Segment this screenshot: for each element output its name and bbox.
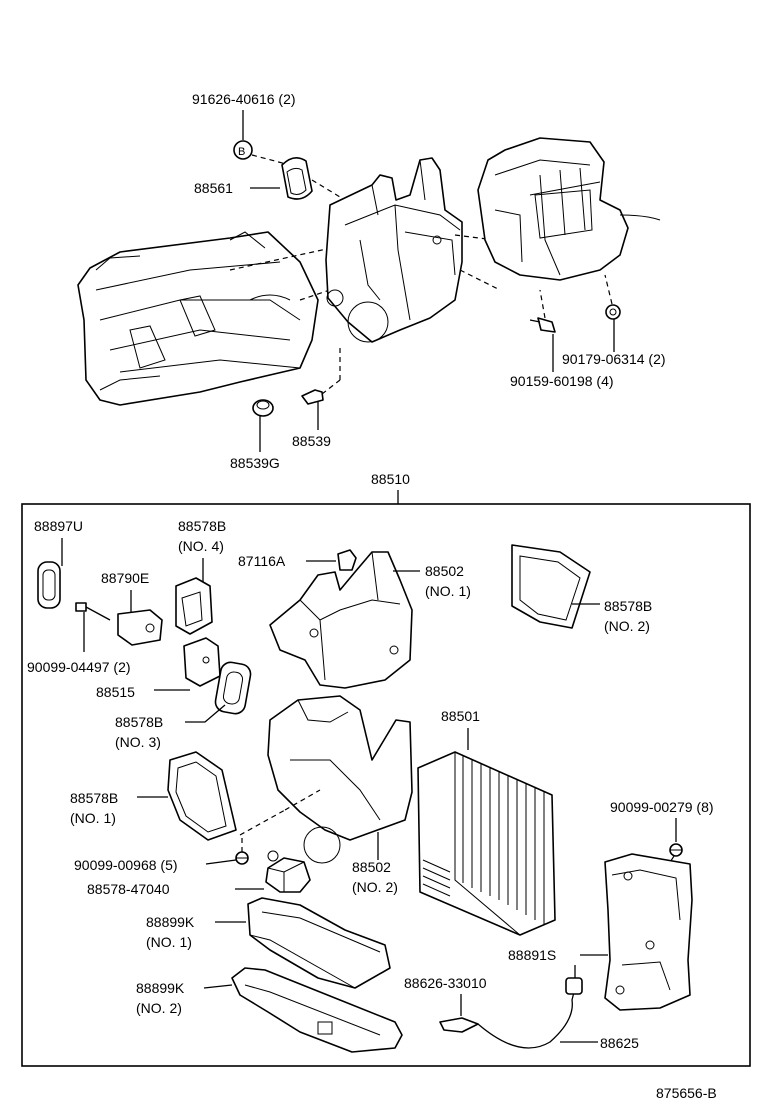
- clip-88539-icon: [301, 389, 324, 405]
- label-88578b-no1-sub: (NO. 1): [70, 810, 116, 826]
- label-90099-00968: 90099-00968 (5): [74, 857, 178, 873]
- label-88578b-no2: 88578B: [604, 598, 652, 614]
- seal-88578b-no4-icon: [175, 577, 213, 635]
- label-88625: 88625: [600, 1035, 639, 1051]
- nut-90179-icon: [605, 304, 621, 320]
- label-88510: 88510: [371, 471, 410, 487]
- label-88899k-no1-sub: (NO. 1): [146, 934, 192, 950]
- label-88578-47040: 88578-47040: [87, 881, 170, 897]
- heater-unit-left-icon: [77, 231, 319, 406]
- screw-90099-00968-icon: [235, 851, 249, 865]
- label-88578b-no3-sub: (NO. 3): [115, 734, 161, 750]
- grommet-88539g-icon: [252, 399, 274, 417]
- thermistor-bracket-88891s-icon: [604, 853, 693, 1011]
- expansion-valve-88515-icon: [183, 637, 221, 687]
- label-90099-00279: 90099-00279 (8): [610, 799, 714, 815]
- label-88578b-no3: 88578B: [115, 714, 163, 730]
- bolt-b-marker-text: B: [238, 146, 245, 158]
- label-88515: 88515: [96, 684, 135, 700]
- blower-unit-right-icon: [477, 137, 661, 281]
- label-90179-06314: 90179-06314 (2): [562, 351, 666, 367]
- label-88899k-no2: 88899K: [136, 980, 185, 996]
- label-88899k-no2-sub: (NO. 2): [136, 1000, 182, 1016]
- seal-88578b-no3-icon: [214, 661, 252, 715]
- diagram-reference: 875656-B: [656, 1085, 717, 1101]
- label-88502-no1-sub: (NO. 1): [425, 583, 471, 599]
- label-88539: 88539: [292, 433, 331, 449]
- clip-87116a-icon: [337, 549, 357, 571]
- label-88501: 88501: [441, 708, 480, 724]
- drain-tray-88899k-no1-icon: [247, 897, 391, 989]
- label-91626-40616: 91626-40616 (2): [192, 91, 296, 107]
- screw-90099-04497-icon: [75, 602, 111, 621]
- housing-88502-no2-icon: [267, 695, 413, 864]
- label-87116a: 87116A: [238, 553, 286, 569]
- label-88578b-no4: 88578B: [178, 518, 226, 534]
- thermistor-88625-icon: [477, 965, 583, 1049]
- label-88891s: 88891S: [508, 947, 556, 963]
- bolt-b-marker-icon: [233, 140, 253, 160]
- seal-88578b-no2-icon: [511, 544, 591, 629]
- screw-90099-00279-icon: [669, 843, 683, 857]
- label-88502-no2: 88502: [352, 859, 391, 875]
- label-88897u: 88897U: [34, 518, 83, 534]
- grommet-88897u-icon: [37, 561, 61, 609]
- cushion-88578-47040-icon: [265, 857, 311, 893]
- label-88578b-no4-sub: (NO. 4): [178, 538, 224, 554]
- label-88502-no2-sub: (NO. 2): [352, 879, 398, 895]
- label-88578b-no2-sub: (NO. 2): [604, 618, 650, 634]
- label-88626-33010: 88626-33010: [404, 975, 487, 991]
- label-90099-04497: 90099-04497 (2): [27, 659, 131, 675]
- drain-tray-88899k-no2-icon: [231, 967, 403, 1053]
- label-88899k-no1: 88899K: [146, 914, 195, 930]
- bolt-90159-icon: [529, 317, 556, 333]
- evaporator-housing-upper-icon: [325, 157, 463, 343]
- housing-88502-no1-icon: [269, 551, 413, 689]
- label-88539g: 88539G: [230, 455, 280, 471]
- kit-88510-frame: [21, 503, 751, 1067]
- label-88790e: 88790E: [101, 570, 149, 586]
- label-88561: 88561: [194, 180, 233, 196]
- bracket-88790e-icon: [117, 609, 163, 646]
- seal-88578b-no1-icon: [167, 751, 237, 841]
- label-88502-no1: 88502: [425, 563, 464, 579]
- label-90159-60198: 90159-60198 (4): [510, 373, 614, 389]
- clip-88626-33010-icon: [439, 1017, 479, 1033]
- gasket-88561-icon: [281, 157, 313, 200]
- label-88578b-no1: 88578B: [70, 790, 118, 806]
- evaporator-core-88501-icon: [417, 751, 556, 936]
